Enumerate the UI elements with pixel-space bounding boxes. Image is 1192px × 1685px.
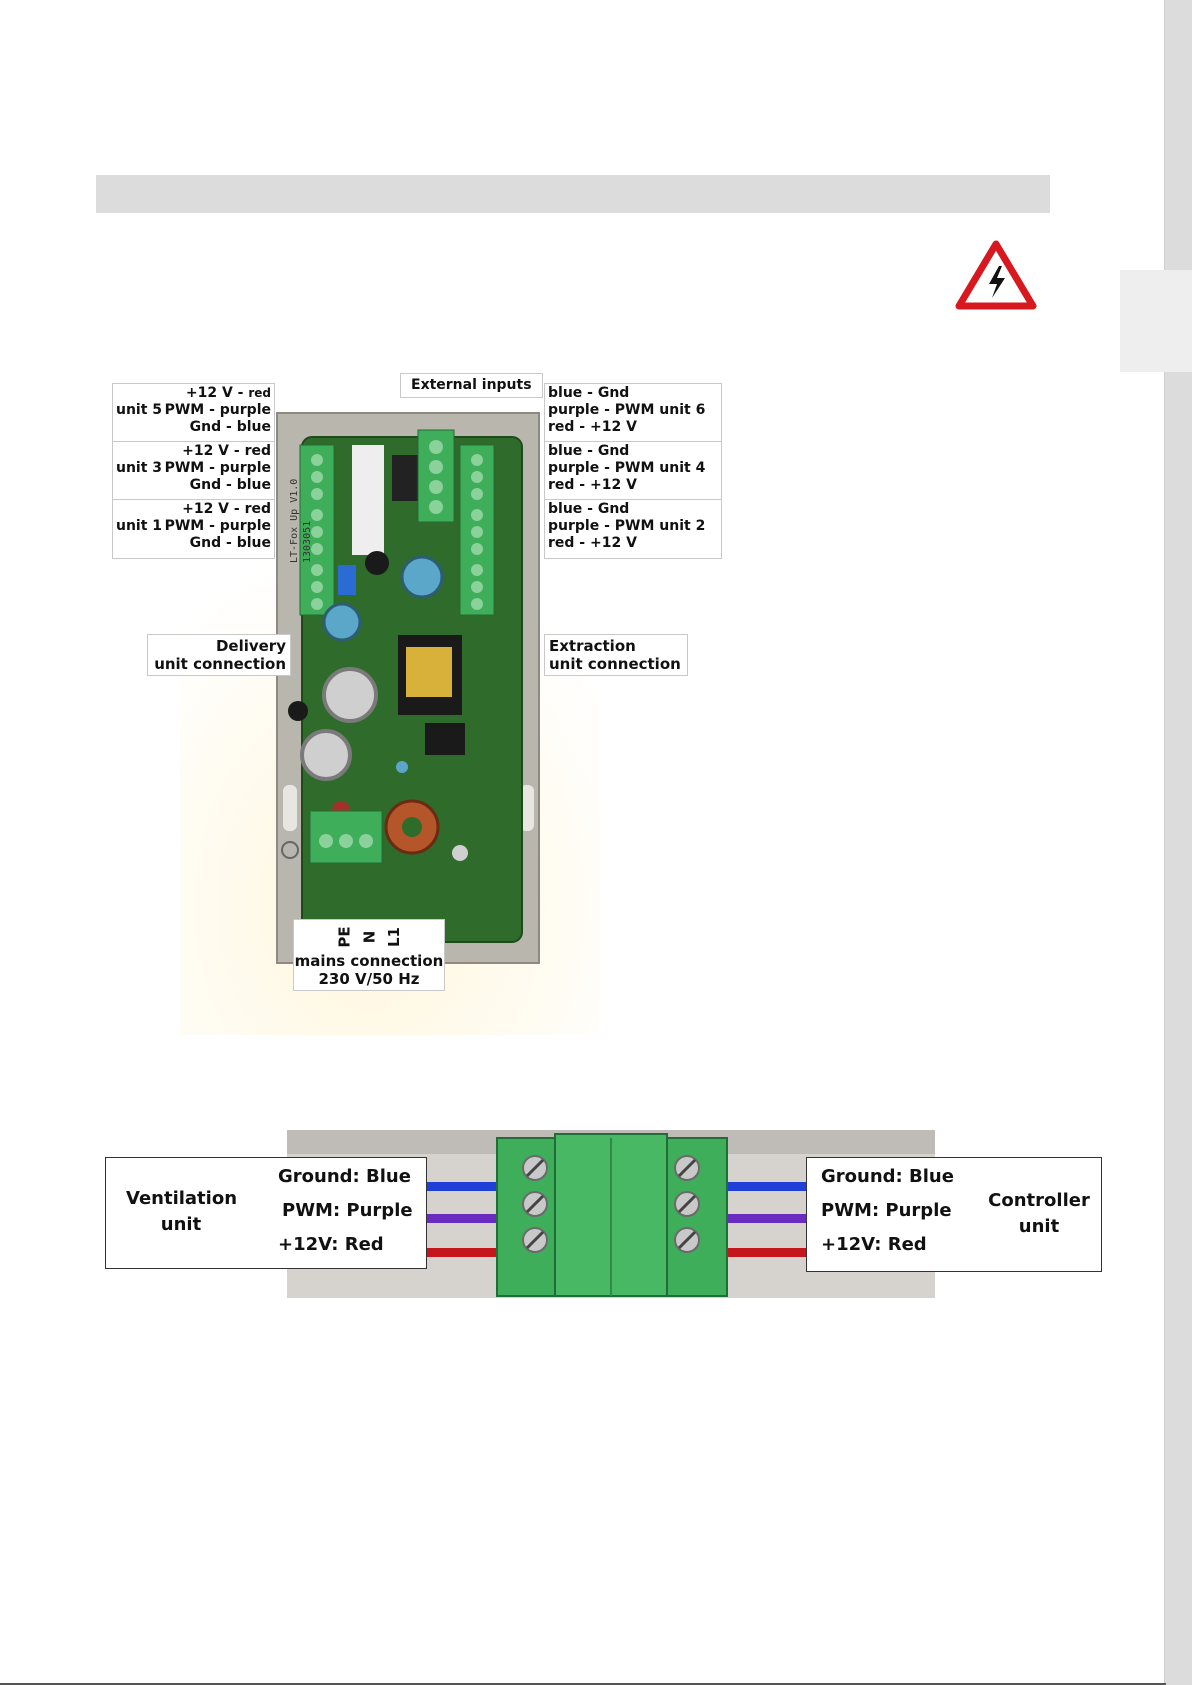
controller-title-2: unit xyxy=(1018,1216,1060,1237)
unit-5-12v: +12 V - xyxy=(185,385,249,401)
mains-label: PE N L1 mains connection 230 V/50 Hz xyxy=(293,919,445,991)
ventilation-unit-box: Ventilation unit Ground: Blue PWM: Purpl… xyxy=(105,1157,427,1269)
controller-unit-box: Ground: Blue PWM: Purple +12V: Red Contr… xyxy=(806,1157,1102,1272)
ventilation-title-1: Ventilation xyxy=(126,1188,238,1209)
unit-3-12v: +12 V - red xyxy=(182,443,271,459)
unit-1-gnd: Gnd - blue xyxy=(189,535,271,551)
board-model-text: LT-Fox Up V1.0 xyxy=(289,478,300,563)
mains-connection-text: mains connection xyxy=(294,952,444,970)
unit-5-red: red xyxy=(248,386,271,400)
unit-6-12v: red - +12 V xyxy=(548,419,637,435)
section-header-bar xyxy=(96,175,1050,213)
mains-voltage-text: 230 V/50 Hz xyxy=(318,970,420,988)
unit-2-label: blue - Gnd purple - PWM unit 2 red - +12… xyxy=(544,499,722,559)
page-edge-strip xyxy=(1165,0,1192,1685)
page-thumb-tab xyxy=(1120,270,1192,372)
unit-5-gnd: Gnd - blue xyxy=(189,419,271,435)
unit-6-gnd: blue - Gnd xyxy=(548,385,630,401)
unit-1-pwm: PWM - purple xyxy=(164,518,271,534)
unit-1-name: unit 1 xyxy=(116,518,163,534)
delivery-label: Delivery unit connection xyxy=(147,634,291,676)
unit-4-label: blue - Gnd purple - PWM unit 4 red - +12… xyxy=(544,441,722,501)
unit-6-pwm: purple - PWM unit 6 xyxy=(548,402,706,418)
extraction-label: Extraction unit connection xyxy=(544,634,688,676)
unit-4-gnd: blue - Gnd xyxy=(548,443,630,459)
unit-2-12v: red - +12 V xyxy=(548,535,637,551)
ventilation-title-2: unit xyxy=(160,1214,202,1235)
unit-6-label: blue - Gnd purple - PWM unit 6 red - +12… xyxy=(544,383,722,443)
unit-1-12v: +12 V - red xyxy=(182,501,271,517)
controller-12v: +12V: Red xyxy=(821,1234,927,1255)
terminal-pe: PE xyxy=(335,926,354,948)
unit-5-pwm: PWM - purple xyxy=(164,402,271,418)
ventilation-12v: +12V: Red xyxy=(278,1234,384,1255)
board-silkscreen: LT-Fox Up V1.0 1303051 xyxy=(288,453,314,563)
controller-pwm: PWM: Purple xyxy=(821,1200,952,1221)
unit-3-gnd: Gnd - blue xyxy=(189,477,271,493)
unit-4-12v: red - +12 V xyxy=(548,477,637,493)
footer-rule xyxy=(0,1683,1166,1685)
controller-ground: Ground: Blue xyxy=(821,1166,954,1187)
ventilation-ground: Ground: Blue xyxy=(278,1166,411,1187)
controller-board-photo: External inputs LT-Fox Up V1.0 1303051 +… xyxy=(112,373,722,1035)
terminal-l1: L1 xyxy=(384,927,403,947)
external-inputs-label: External inputs xyxy=(400,373,543,398)
unit-3-pwm: PWM - purple xyxy=(164,460,271,476)
extraction-line-2: unit connection xyxy=(549,655,681,673)
external-inputs-text: External inputs xyxy=(411,377,532,393)
ventilation-pwm: PWM: Purple xyxy=(282,1200,413,1221)
board-code-text: 1303051 xyxy=(302,520,313,563)
terminal-n: N xyxy=(360,930,379,944)
unit-4-pwm: purple - PWM unit 4 xyxy=(548,460,706,476)
unit-5-name: unit 5 xyxy=(116,402,163,418)
delivery-line-1: Delivery xyxy=(215,637,286,655)
unit-2-gnd: blue - Gnd xyxy=(548,501,630,517)
controller-title-1: Controller xyxy=(988,1190,1090,1211)
extraction-line-1: Extraction xyxy=(549,637,636,655)
high-voltage-warning-icon xyxy=(955,240,1037,310)
unit-2-pwm: purple - PWM unit 2 xyxy=(548,518,706,534)
delivery-line-2: unit connection xyxy=(154,655,286,673)
unit-3-name: unit 3 xyxy=(116,460,163,476)
